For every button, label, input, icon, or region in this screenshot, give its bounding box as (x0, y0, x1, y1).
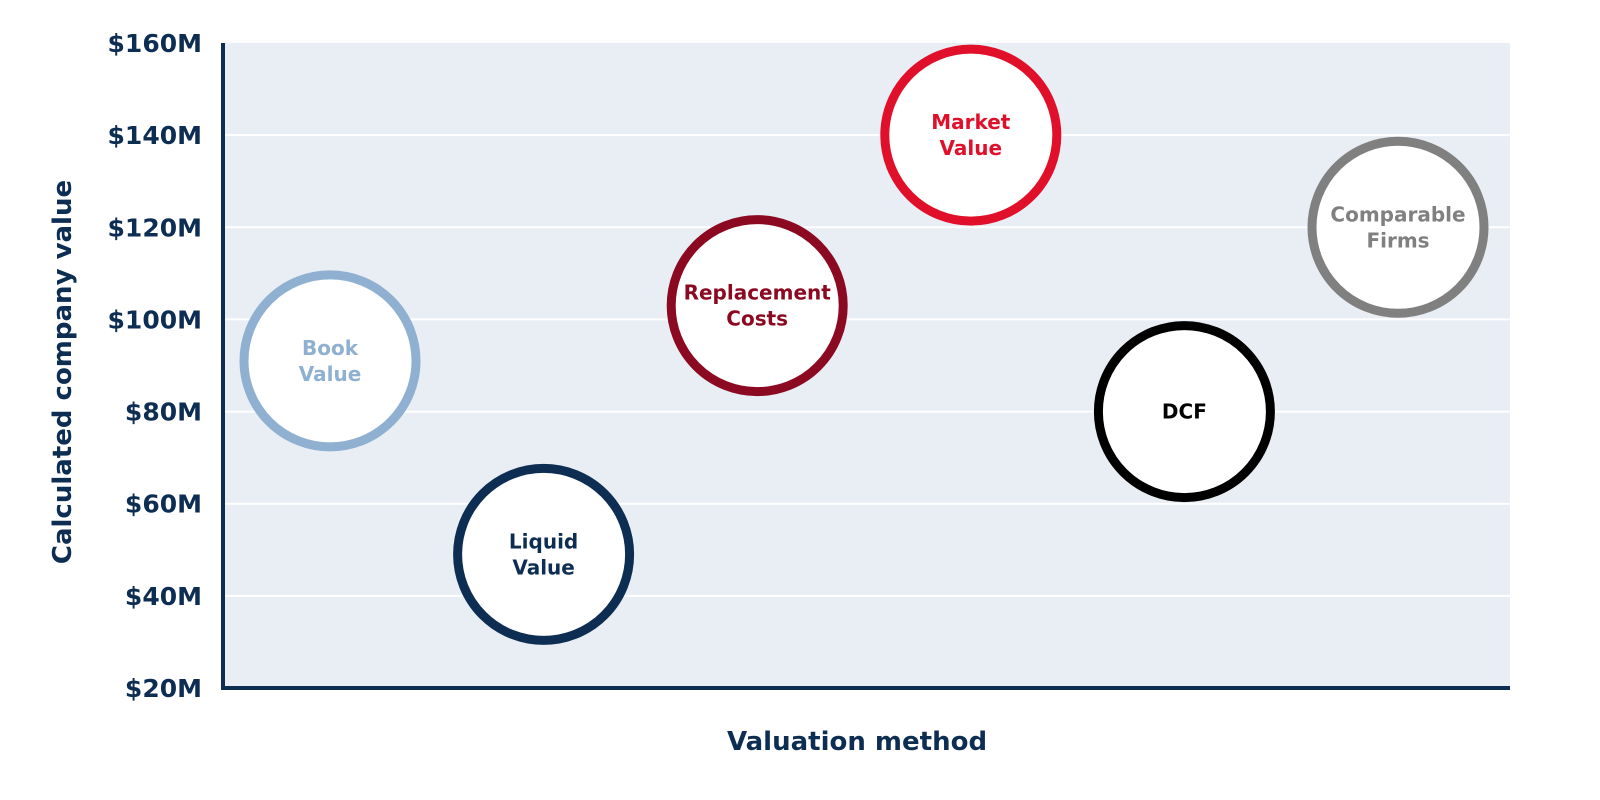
y-tick-label: $140M (108, 121, 202, 150)
bubble-label: Book (302, 336, 359, 360)
x-axis-title: Valuation method (727, 727, 987, 757)
bubble-label: Market (931, 110, 1011, 134)
y-tick-label: $160M (108, 29, 202, 58)
y-tick-label: $60M (125, 490, 202, 519)
bubble-label: Liquid (509, 529, 578, 553)
bubble-circle (1307, 136, 1489, 318)
bubble-label: Replacement (684, 281, 832, 305)
plot-area (223, 43, 1510, 688)
bubble-label: Comparable (1330, 202, 1465, 226)
y-tick-label: $100M (108, 305, 202, 334)
bubble-circle (1093, 321, 1275, 503)
y-axis-title: Calculated company value (48, 180, 78, 564)
y-tick-label: $80M (125, 398, 202, 427)
bubble-label: Value (512, 555, 575, 579)
gridlines (223, 134, 1510, 597)
bubble-label: Firms (1366, 228, 1429, 252)
bubble-circle (453, 463, 635, 645)
bubble-circle (239, 270, 421, 452)
y-tick-label: $120M (108, 213, 202, 242)
y-axis-ticks: $160M $140M $120M $100M $80M $60M $40M $20M (108, 29, 202, 703)
y-tick-label: $40M (125, 582, 202, 611)
bubble-circle (880, 44, 1062, 226)
bubble-label: DCF (1162, 400, 1207, 424)
bubble-dcf: DCF (1093, 321, 1275, 503)
bubbles: BookValueLiquidValueReplacementCostsMark… (239, 44, 1489, 645)
bubble-circle (666, 215, 848, 397)
y-tick-label: $20M (125, 674, 202, 703)
bubble-label: Value (299, 362, 362, 386)
bubble-label: Costs (726, 307, 788, 331)
bubble-label: Value (940, 136, 1003, 160)
